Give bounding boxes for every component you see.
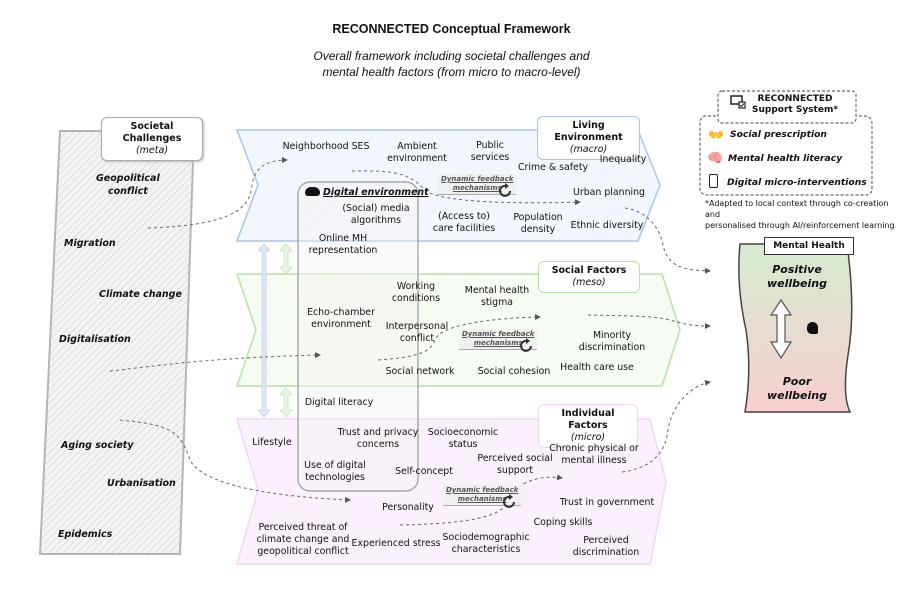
header-title: Individual Factors bbox=[561, 408, 615, 431]
support-system-box bbox=[699, 115, 873, 196]
factor-coping-skills: Coping skills bbox=[533, 517, 593, 528]
factor-self-concept: Self-concept bbox=[395, 466, 453, 477]
computer-check-icon bbox=[730, 95, 746, 114]
band-link-arrows bbox=[257, 243, 293, 418]
header-title: Social Factors bbox=[551, 265, 627, 276]
mental-health-header: Mental Health bbox=[764, 237, 854, 255]
factor-digital-literacy: Digital literacy bbox=[304, 397, 374, 408]
header-level: (macro) bbox=[569, 144, 608, 155]
social-factors-band bbox=[235, 273, 681, 387]
factor-urban-planning: Urban planning bbox=[572, 187, 646, 198]
cloud-wifi-icon bbox=[305, 187, 320, 196]
support-item-social-prescription: Social prescription bbox=[730, 129, 827, 140]
challenge-urbanisation: Urbanisation bbox=[107, 478, 176, 489]
societal-challenges-header: Societal Challenges (meta) bbox=[101, 117, 203, 161]
brain-icon: 🧠 bbox=[707, 150, 724, 165]
page-title: RECONNECTED Conceptual Framework bbox=[332, 22, 571, 36]
support-item-digital-micro-interventions: Digital micro-interventions bbox=[727, 177, 867, 188]
feedback-loop-icon bbox=[503, 494, 515, 508]
digital-environment-box bbox=[297, 181, 419, 492]
challenge-migration: Migration bbox=[64, 238, 116, 249]
challenge-geopolitical-conflict: Geopolitical conflict bbox=[96, 172, 160, 198]
challenge-epidemics: Epidemics bbox=[58, 529, 113, 540]
connector-lines bbox=[109, 157, 711, 526]
factor-experienced-stress: Experienced stress bbox=[351, 538, 441, 549]
smartphone-icon bbox=[709, 174, 718, 191]
individual-factors-header: Individual Factors (micro) bbox=[538, 404, 638, 448]
factor-health-care-use: Health care use bbox=[560, 362, 634, 373]
head-gears-icon bbox=[807, 322, 818, 337]
factor-social-cohesion: Social cohesion bbox=[477, 366, 551, 377]
factor-neighborhood-ses: Neighborhood SES bbox=[282, 141, 370, 152]
support-item-mental-health-literacy: Mental health literacy bbox=[728, 153, 843, 164]
factor-trust-in-government: Trust in government bbox=[559, 497, 655, 508]
header-title: Living Environment bbox=[554, 120, 623, 143]
header-level: (meso) bbox=[572, 277, 606, 288]
challenge-line: Geopolitical bbox=[96, 173, 160, 184]
challenge-digitalisation: Digitalisation bbox=[59, 334, 131, 345]
challenge-aging-society: Aging society bbox=[61, 440, 134, 451]
feedback-loop-icon bbox=[499, 183, 511, 197]
factor-inequality: Inequality bbox=[599, 154, 647, 165]
support-system-header-box bbox=[717, 90, 857, 124]
digital-environment-label: Digital environment bbox=[323, 187, 429, 198]
header-level: (meta) bbox=[135, 145, 169, 156]
factor-access-care-facilities: (Access to)care facilities bbox=[432, 211, 496, 234]
subtitle-line: Overall framework including societal cha… bbox=[313, 49, 590, 63]
factor-ethnic-diversity: Ethnic diversity bbox=[570, 220, 644, 231]
factor-crime-safety: Crime & safety bbox=[517, 162, 589, 173]
subtitle-line: mental health factors (from micro to mac… bbox=[322, 65, 581, 79]
challenge-climate-change: Climate change bbox=[99, 289, 182, 300]
factor-personality: Personality bbox=[382, 502, 434, 513]
factor-social-network: Social network bbox=[385, 366, 455, 377]
feedback-loop-icon bbox=[520, 338, 532, 352]
mental-health-panel bbox=[738, 243, 853, 413]
header-title: Societal Challenges bbox=[122, 121, 182, 144]
digital-environment-title: Digital environment bbox=[305, 187, 429, 198]
challenge-line: conflict bbox=[107, 186, 148, 197]
support-system-footnote: *Adapted to local context through co-cre… bbox=[705, 199, 895, 230]
living-environment-header: Living Environment (macro) bbox=[537, 116, 640, 160]
header-level: (micro) bbox=[570, 432, 606, 443]
helping-hands-icon: 👐 bbox=[708, 127, 725, 142]
wellbeing-double-arrow bbox=[769, 298, 793, 360]
page-subtitle: Overall framework including societal cha… bbox=[0, 48, 903, 80]
social-factors-header: Social Factors (meso) bbox=[538, 261, 640, 293]
factor-lifestyle: Lifestyle bbox=[252, 437, 292, 448]
